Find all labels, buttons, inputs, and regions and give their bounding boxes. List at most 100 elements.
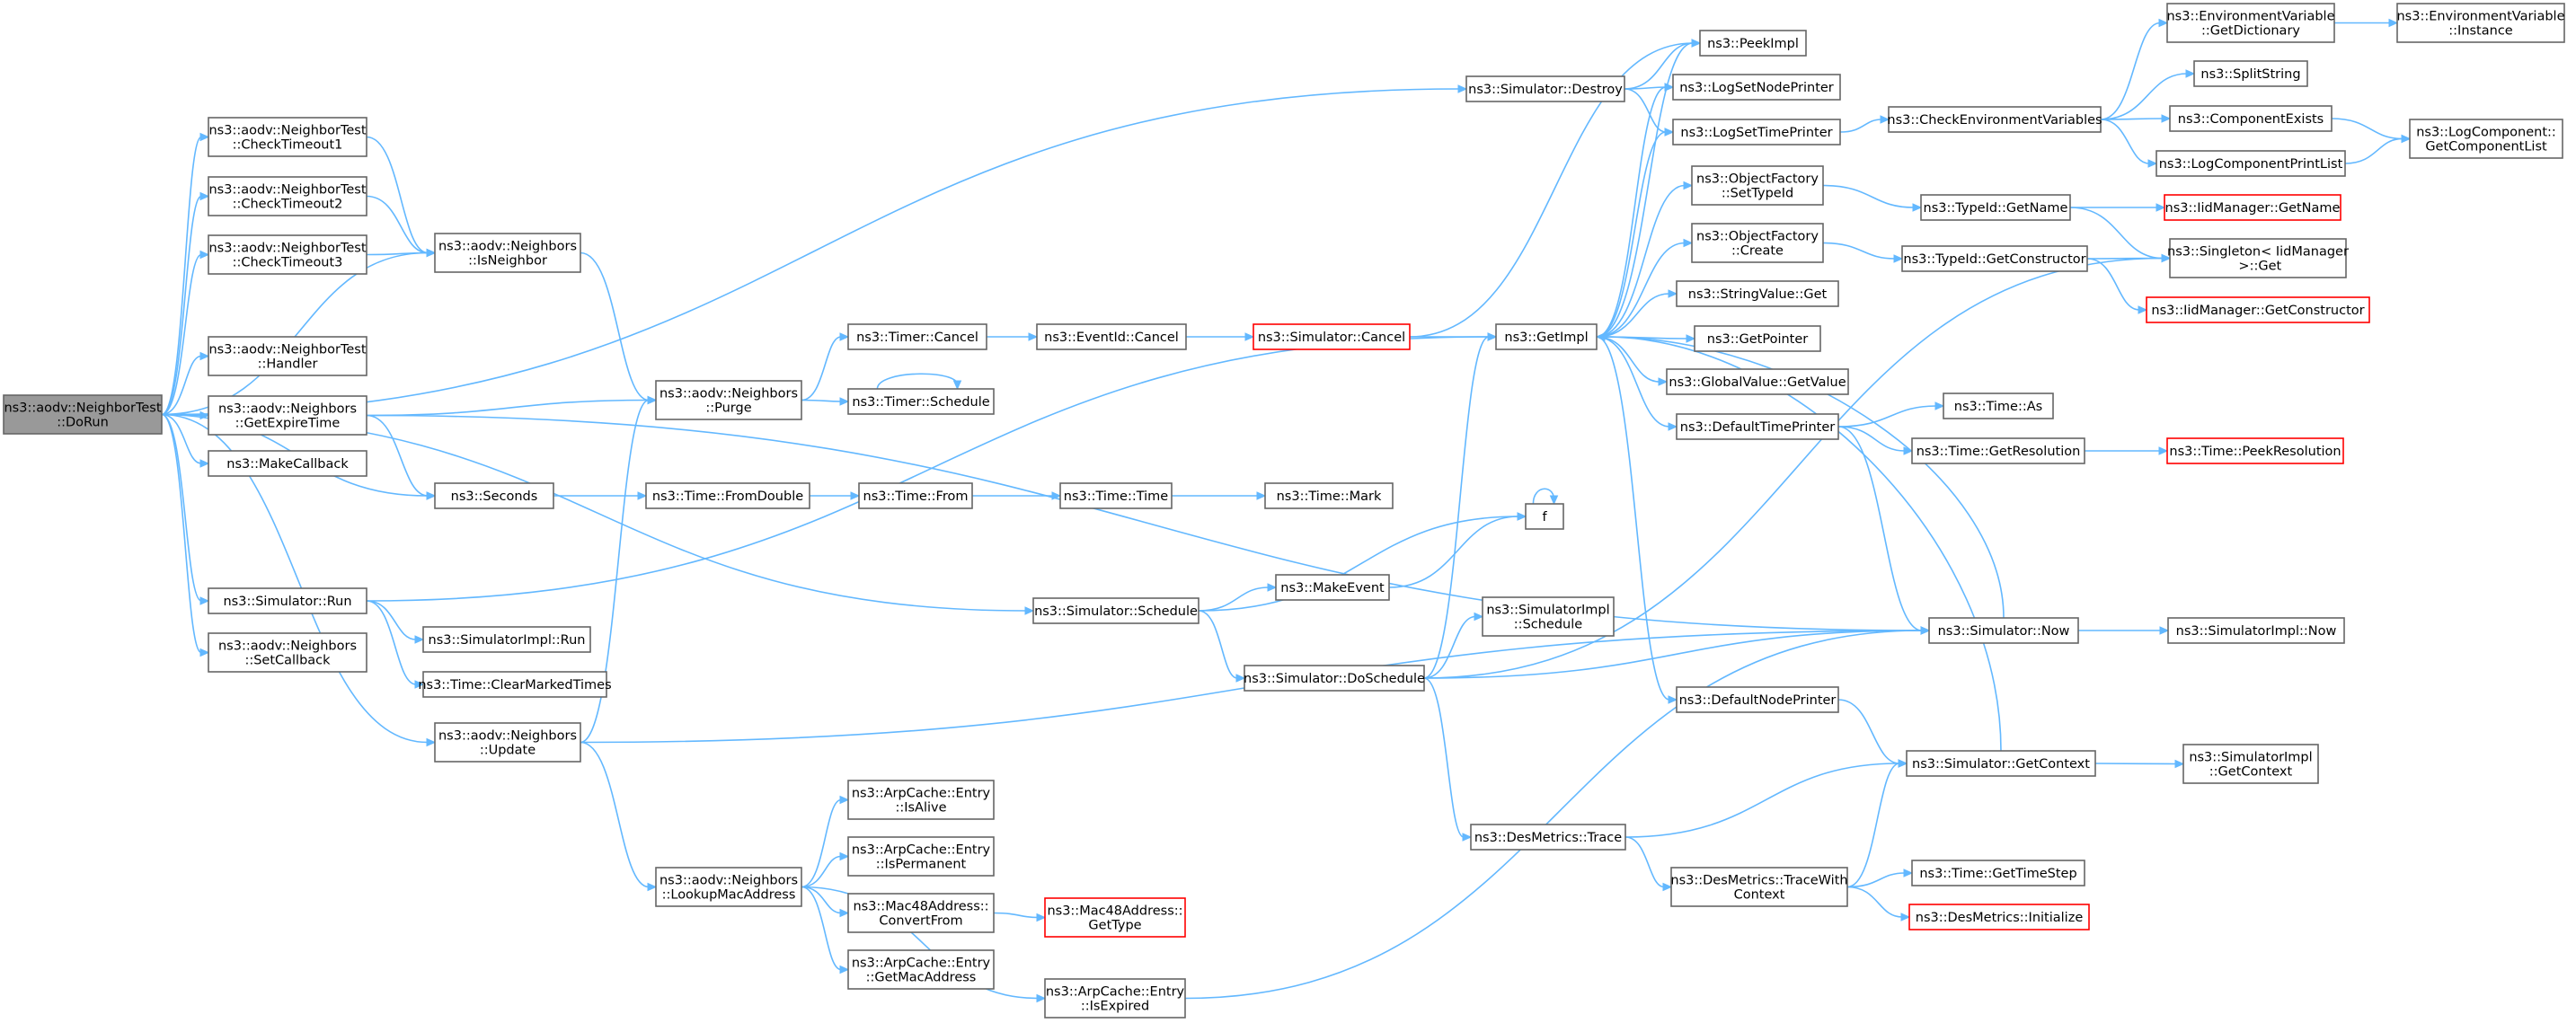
graph-node-timeas[interactable]: ns3::Time::As: [1943, 392, 2054, 419]
graph-node-peekimpl[interactable]: ns3::PeekImpl: [1699, 30, 1807, 57]
graph-node-f[interactable]: f: [1525, 503, 1564, 530]
graph-node-seconds[interactable]: ns3::Seconds: [434, 482, 554, 509]
graph-node-logsetnode[interactable]: ns3::LogSetNodePrinter: [1672, 74, 1841, 101]
graph-node-deftimeprinter[interactable]: ns3::DefaultTimePrinter: [1676, 413, 1839, 440]
graph-node-simrun[interactable]: ns3::Simulator::Run: [208, 587, 367, 614]
graph-node-typeidgetctor[interactable]: ns3::TypeId::GetConstructor: [1901, 245, 2088, 272]
graph-node-dorun[interactable]: ns3::aodv::NeighborTest::DoRun: [3, 394, 163, 435]
graph-node-gvgetvalue[interactable]: ns3::GlobalValue::GetValue: [1666, 368, 1849, 395]
node-label-line: ns3::GlobalValue::GetValue: [1669, 375, 1846, 390]
graph-node-ct1[interactable]: ns3::aodv::NeighborTest::CheckTimeout1: [208, 117, 367, 157]
node-label-line: ::CheckTimeout2: [233, 198, 343, 212]
graph-node-isalive[interactable]: ns3::ArpCache::Entry::IsAlive: [847, 780, 995, 820]
graph-node-ofcreate[interactable]: ns3::ObjectFactory::Create: [1691, 223, 1824, 263]
graph-node-strvalget[interactable]: ns3::StringValue::Get: [1676, 280, 1839, 307]
node-label-line: ns3::SimulatorImpl: [1486, 604, 1609, 618]
node-box: [1244, 665, 1425, 692]
graph-node-timefrom[interactable]: ns3::Time::From: [858, 482, 973, 509]
graph-node-singletonget[interactable]: ns3::Singleton< IidManager >::Get: [2167, 238, 2349, 278]
graph-node-timersched[interactable]: ns3::Timer::Schedule: [847, 388, 995, 415]
graph-node-getimpl[interactable]: ns3::GetImpl: [1495, 323, 1598, 350]
graph-node-makeevent[interactable]: ns3::MakeEvent: [1275, 574, 1390, 601]
graph-node-isneighbor[interactable]: ns3::aodv::Neighbors::IsNeighbor: [434, 233, 581, 273]
graph-node-handler[interactable]: ns3::aodv::NeighborTest::Handler: [208, 336, 367, 376]
edge-line: [366, 414, 1923, 631]
graph-node-setcb[interactable]: ns3::aodv::Neighbors::SetCallback: [208, 632, 367, 673]
arrowhead: [2185, 69, 2196, 78]
graph-node-simgetctx[interactable]: ns3::Simulator::GetContext: [1906, 750, 2096, 777]
graph-node-simimplrun[interactable]: ns3::SimulatorImpl::Run: [422, 626, 591, 653]
node-label-line: ns3::Mac48Address::: [1047, 904, 1182, 919]
graph-node-dosched[interactable]: ns3::Simulator::DoSchedule: [1244, 665, 1425, 692]
node-label-line: ns3::aodv::NeighborTest: [4, 401, 161, 416]
graph-node-timemark[interactable]: ns3::Time::Mark: [1264, 482, 1394, 509]
graph-node-simschedule[interactable]: ns3::Simulator::Schedule: [1032, 597, 1199, 624]
edge-line: [1596, 86, 1667, 338]
graph-node-update[interactable]: ns3::aodv::Neighbors::Update: [434, 722, 581, 763]
graph-node-ct2[interactable]: ns3::aodv::NeighborTest::CheckTimeout2: [208, 176, 367, 216]
graph-node-eventcancel[interactable]: ns3::EventId::Cancel: [1036, 323, 1187, 350]
edge-getimpl-to-logsetnode: [1596, 83, 1675, 338]
graph-node-envgetdict[interactable]: ns3::EnvironmentVariable::GetDictionary: [2166, 3, 2335, 43]
graph-node-simimplsched[interactable]: ns3::SimulatorImpl::Schedule: [1482, 596, 1615, 637]
arrowhead: [2174, 759, 2185, 769]
graph-node-ofsettypeid[interactable]: ns3::ObjectFactory::SetTypeId: [1691, 165, 1824, 206]
graph-node-typeidgetname[interactable]: ns3::TypeId::GetName: [1920, 194, 2071, 221]
arrowhead: [2147, 159, 2158, 168]
graph-node-getmac[interactable]: ns3::ArpCache::Entry::GetMacAddress: [847, 949, 995, 990]
edge-line: [801, 886, 842, 971]
edge-line: [1624, 88, 1667, 133]
graph-node-convfrom[interactable]: ns3::Mac48Address::ConvertFrom: [847, 893, 995, 933]
graph-node-peekres[interactable]: ns3::Time::PeekResolution: [2166, 437, 2344, 464]
graph-node-iidgetname[interactable]: ns3::IidManager::GetName: [2164, 194, 2341, 221]
graph-node-checkenv[interactable]: ns3::CheckEnvironmentVariables: [1887, 106, 2102, 133]
arrowhead: [1658, 377, 1669, 386]
graph-node-simcancel[interactable]: ns3::Simulator::Cancel: [1253, 323, 1411, 350]
node-box: [2409, 119, 2563, 159]
graph-node-simnow[interactable]: ns3::Simulator::Now: [1928, 617, 2079, 644]
graph-node-defnodeprinter[interactable]: ns3::DefaultNodePrinter: [1676, 686, 1839, 713]
graph-node-desmtrace[interactable]: ns3::DesMetrics::Trace: [1470, 824, 1626, 851]
graph-node-desminit[interactable]: ns3::DesMetrics::Initialize: [1908, 904, 2090, 930]
node-label-line: ns3::SimulatorImpl::Run: [429, 633, 586, 648]
graph-node-macgettype[interactable]: ns3::Mac48Address::GetType: [1044, 897, 1186, 938]
graph-node-simimplnow[interactable]: ns3::SimulatorImpl::Now: [2167, 617, 2345, 644]
node-label-line: ns3::aodv::Neighbors: [218, 639, 357, 654]
edge-dorun-to-simdestroy: [161, 84, 1468, 416]
graph-node-fromdouble[interactable]: ns3::Time::FromDouble: [645, 482, 810, 509]
edge-line: [2100, 73, 2188, 120]
graph-node-clearmarked[interactable]: ns3::Time::ClearMarkedTimes: [418, 671, 612, 698]
graph-node-ct3[interactable]: ns3::aodv::NeighborTest::CheckTimeout3: [208, 234, 367, 275]
node-box: [1676, 686, 1839, 713]
graph-node-logcompprint[interactable]: ns3::LogComponentPrintList: [2156, 150, 2346, 177]
graph-node-purge[interactable]: ns3::aodv::Neighbors::Purge: [655, 380, 802, 420]
graph-node-makecb[interactable]: ns3::MakeCallback: [208, 450, 367, 477]
node-label-line: ns3::Time::GetResolution: [1917, 445, 2081, 459]
edge-ct1-to-isneighbor: [366, 136, 437, 258]
graph-node-timegetres[interactable]: ns3::Time::GetResolution: [1911, 437, 2085, 464]
graph-node-envinstance[interactable]: ns3::EnvironmentVariable::Instance: [2396, 3, 2565, 43]
edge-line: [1423, 336, 1490, 679]
edge-line: [161, 88, 1460, 416]
node-box: [1943, 392, 2054, 419]
graph-node-lookupmac[interactable]: ns3::aodv::Neighbors::LookupMacAddress: [655, 867, 802, 907]
graph-node-iidgetctor[interactable]: ns3::IidManager::GetConstructor: [2146, 296, 2370, 323]
graph-node-getexp[interactable]: ns3::aodv::Neighbors::GetExpireTime: [208, 395, 367, 436]
graph-node-simimplctx[interactable]: ns3::SimulatorImpl::GetContext: [2182, 744, 2319, 784]
graph-node-timegetstep[interactable]: ns3::Time::GetTimeStep: [1911, 860, 2085, 886]
graph-node-timercancel[interactable]: ns3::Timer::Cancel: [847, 323, 987, 350]
graph-node-logcompget[interactable]: ns3::LogComponent::GetComponentList: [2409, 119, 2563, 159]
graph-node-splitstring[interactable]: ns3::SplitString: [2193, 60, 2308, 87]
edge-line: [1409, 42, 1694, 338]
graph-node-getpointer[interactable]: ns3::GetPointer: [1694, 325, 1821, 352]
graph-node-isperm[interactable]: ns3::ArpCache::Entry::IsPermanent: [847, 836, 995, 877]
edge-line: [161, 413, 202, 654]
graph-node-compexists[interactable]: ns3::ComponentExists: [2169, 105, 2333, 132]
graph-node-timetime[interactable]: ns3::Time::Time: [1059, 482, 1173, 509]
arrowhead: [1934, 401, 1945, 410]
graph-node-logsettime[interactable]: ns3::LogSetTimePrinter: [1672, 119, 1841, 146]
node-label-line: ns3::LogComponent::: [2416, 126, 2556, 140]
graph-node-isexpired[interactable]: ns3::ArpCache::Entry::IsExpired: [1044, 978, 1186, 1019]
graph-node-simdestroy[interactable]: ns3::Simulator::Destroy: [1465, 75, 1625, 102]
